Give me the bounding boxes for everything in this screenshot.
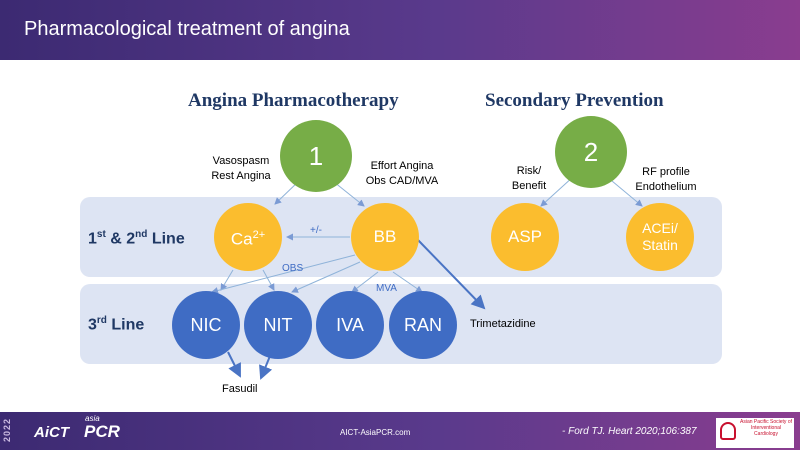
line-nit-to-fasudil [259, 355, 273, 380]
node-beta-blocker: BB [351, 203, 419, 271]
page-title: Pharmacological treatment of angina [24, 18, 350, 40]
effort-line1: Effort Angina [370, 160, 434, 172]
angina-pharmacotherapy-title: Angina Pharmacotherapy [188, 90, 399, 111]
obs-label: OBS [282, 263, 304, 274]
node-angina-1: 1 [280, 120, 352, 192]
acei-line1: ACEi/ [642, 220, 678, 236]
ca-superscript: 2+ [252, 228, 266, 241]
line-1-to-bb [333, 181, 365, 207]
third-line-label: 3rd Line [88, 315, 144, 334]
heart-icon [720, 422, 736, 440]
risk-line1: Risk/ [516, 165, 542, 177]
line-nic-to-fasudil [227, 351, 241, 378]
apsic-logo: Asian Pacific Society of Interventional … [716, 418, 794, 448]
footer-bar [0, 412, 800, 450]
line-bb-to-trimetazidine [417, 239, 486, 310]
node-aspirin: ASP [491, 203, 559, 271]
secondary-prevention-title: Secondary Prevention [485, 90, 664, 111]
line-bb-obs-to-nit [291, 261, 361, 293]
citation: - Ford TJ. Heart 2020;106:387 [562, 426, 697, 437]
first-line-number: 1 [88, 230, 97, 248]
node-nitrates: NIT [244, 291, 312, 359]
node-acei-statin: ACEi/Statin [626, 203, 694, 271]
rf-line1: RF profile [642, 166, 690, 178]
mva-label: MVA [376, 283, 397, 294]
node-ranolazine: RAN [389, 291, 457, 359]
ca-text: Ca [230, 229, 253, 249]
asia-logo-text: asia [85, 414, 100, 423]
vasospasm-line1: Vasospasm [212, 155, 270, 167]
trimetazidine-label: Trimetazidine [470, 318, 536, 330]
apsic-logo-text: Asian Pacific Society of Interventional … [740, 419, 792, 437]
fasudil-label: Fasudil [222, 383, 258, 395]
third-line-text: Line [106, 316, 145, 334]
pcr-logo: PCR [84, 422, 120, 441]
line-ca-to-nit [262, 269, 275, 291]
third-line-suffix: rd [96, 315, 107, 326]
risk-line2: Benefit [511, 180, 547, 192]
line-2-to-asp [540, 175, 575, 207]
plus-minus-label: +/- [310, 225, 322, 236]
line-ca-to-nic [220, 269, 234, 291]
and-second-text: & 2 [105, 230, 136, 248]
footer-year: 2022 [2, 418, 12, 443]
node-prevention-2: 2 [555, 116, 627, 188]
aict-logo: AiCT [34, 424, 69, 441]
node-calcium-blocker: Ca2+ [214, 203, 282, 271]
risk-benefit-label: Risk/Benefit [500, 164, 558, 194]
acei-line2: Statin [642, 237, 678, 253]
first-second-line-label: 1st & 2nd Line [88, 229, 185, 248]
node-ivabradine: IVA [316, 291, 384, 359]
line-bb-to-ran [392, 271, 423, 293]
third-line-number: 3 [88, 316, 97, 334]
vasospasm-line2: Rest Angina [211, 170, 271, 182]
rf-line2: Endothelium [635, 181, 697, 193]
line-text: Line [147, 230, 185, 248]
first-line-suffix: st [96, 229, 106, 240]
node-nicorandil: NIC [172, 291, 240, 359]
line-bb-to-iva [351, 271, 379, 293]
footer-website: AICT-AsiaPCR.com [340, 428, 411, 437]
line-bb-obs-to-nic [211, 254, 356, 294]
second-line-suffix: nd [135, 229, 148, 240]
header-bar: Pharmacological treatment of angina [0, 0, 800, 60]
effort-line2: Obs CAD/MVA [365, 175, 439, 187]
